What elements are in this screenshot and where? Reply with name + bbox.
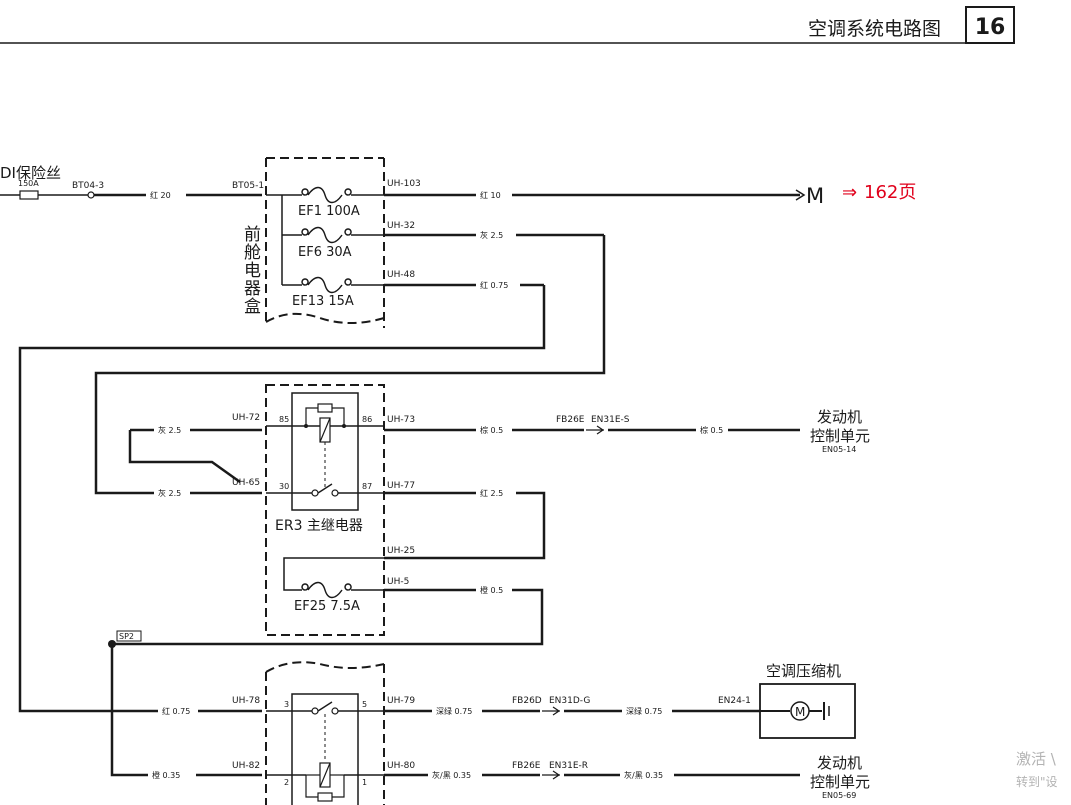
ecu1-en: EN31E-S [591,415,630,425]
connector-uh82: UH-82 [232,761,260,771]
wire-label-uh82: 橙 0.35 [152,770,180,780]
ecu2-inline-connector [542,770,561,780]
front-box-char-1: 前 [244,225,261,245]
splice-sp2-label: SP2 [119,632,134,641]
relay-er3-box [265,384,385,636]
fuse-ef6-symbol [301,226,352,244]
front-box-char-5: 盒 [244,297,261,317]
ref-arrow: ⇒ [842,182,857,203]
ecu1-pin: EN05-14 [822,445,856,454]
page-title: 空调系统电路图 [808,18,941,40]
arrow-to-m [795,189,806,201]
connector-uh48: UH-48 [387,270,415,280]
relay-er3-label: ER3 主继电器 [275,518,363,534]
relay-bottom-pin-1: 1 [362,778,367,787]
wire-orange05 [110,588,544,777]
route-uh72-to-uh65 [128,430,241,484]
connector-uh32: UH-32 [387,221,415,231]
ecu2-fb: FB26E [512,761,541,771]
fuse-ef6-label: EF6 30A [298,245,352,260]
fuse-ef1-symbol [301,186,352,204]
relay-bottom-outline [265,661,385,805]
compressor-label: 空调压缩机 [766,662,841,680]
main-fuse-symbol [19,190,39,200]
ecu1-line1: 发动机 [817,408,862,426]
fuse-ef13-symbol [301,276,352,294]
connector-bt04-3: BT04-3 [72,181,104,191]
wire-label-compressor: 深绿 0.75 [626,707,662,716]
connector-bt05-1: BT05-1 [232,181,264,191]
main-fuse-rating: 150A [18,179,39,188]
wire-label-orange05: 橙 0.5 [480,585,503,595]
wire-label-red20: 红 20 [150,190,171,200]
connector-uh72: UH-72 [232,413,260,423]
compressor-inline-connector [542,706,561,716]
wire-uh77 [384,491,546,560]
relay-er3-pin-86: 86 [362,415,372,424]
front-box-char-4: 器 [244,279,261,299]
relay-bottom-pin-5: 5 [362,700,367,709]
compressor-fb: FB26D [512,696,542,706]
terminal-bt04-3 [87,191,95,199]
wire-label-uh79: 深绿 0.75 [436,707,472,716]
activation-watermark-line2: 转到"设 [1016,774,1058,789]
connector-uh79: UH-79 [387,696,415,706]
ecu2-pin: EN05-69 [822,791,856,800]
route-gray25-loop [94,235,606,495]
ecu2-line2: 控制单元 [810,773,870,791]
wire-label-ecu1: 棕 0.5 [700,425,723,435]
ecu2-line1: 发动机 [817,754,862,772]
connector-uh77: UH-77 [387,481,415,491]
main-fuse-label: DI保险丝 [0,164,61,182]
ref-page: 162页 [864,182,916,203]
activation-watermark-line1: 激活 \ [1016,750,1057,768]
fuse-ef13-label: EF13 15A [292,294,354,309]
relay-er3-pin-85: 85 [279,415,289,424]
connector-uh25: UH-25 [387,546,415,556]
page-number-box [965,6,1015,44]
connector-en24-1: EN24-1 [718,696,751,706]
wire-label-uh80: 灰/黑 0.35 [432,770,471,780]
wire-label-uh73: 棕 0.5 [480,425,503,435]
fuse-ef25-label: EF25 7.5A [294,599,360,614]
relay-er3-pin-30: 30 [279,482,289,491]
relay-bottom-pin-2: 2 [284,778,289,787]
wire-label-uh77: 红 2.5 [480,488,503,498]
connector-uh73: UH-73 [387,415,415,425]
front-box-char-3: 电 [244,261,261,281]
front-box-outline [265,157,385,328]
connector-uh103: UH-103 [387,179,421,189]
front-box-char-2: 舱 [244,243,261,263]
splice-sp2-dot [108,640,116,648]
wire-label-red10: 红 10 [480,190,501,200]
wire-label-ecu2: 灰/黑 0.35 [624,770,663,780]
ecu2-en: EN31E-R [549,761,588,771]
route-red075-loop [18,285,546,713]
wire-label-uh78: 红 0.75 [162,706,190,716]
relay-er3-pin-87: 87 [362,482,372,491]
relay-er3-coil [317,403,333,413]
ecu1-fb: FB26E [556,415,585,425]
ecu1-inline-connector [586,425,605,435]
connector-uh5: UH-5 [387,577,409,587]
connector-uh65: UH-65 [232,478,260,488]
wire-label-uh65: 灰 2.5 [158,488,181,498]
fuse-ef1-label: EF1 100A [298,204,360,219]
wire-label-red075: 红 0.75 [480,280,508,290]
compressor-motor-m: M [795,705,805,719]
relay-bottom-pin-3: 3 [284,700,289,709]
compressor-en: EN31D-G [549,696,590,706]
page-number: 16 [975,15,1006,40]
connector-uh80: UH-80 [387,761,415,771]
wire-label-uh72: 灰 2.5 [158,425,181,435]
ref-m-label: M [806,184,824,208]
relay-bottom-coil [317,792,333,802]
connector-uh78: UH-78 [232,696,260,706]
fuse-ef25-symbol [301,581,352,599]
ecu1-line2: 控制单元 [810,427,870,445]
wire-label-gray25: 灰 2.5 [480,230,503,240]
